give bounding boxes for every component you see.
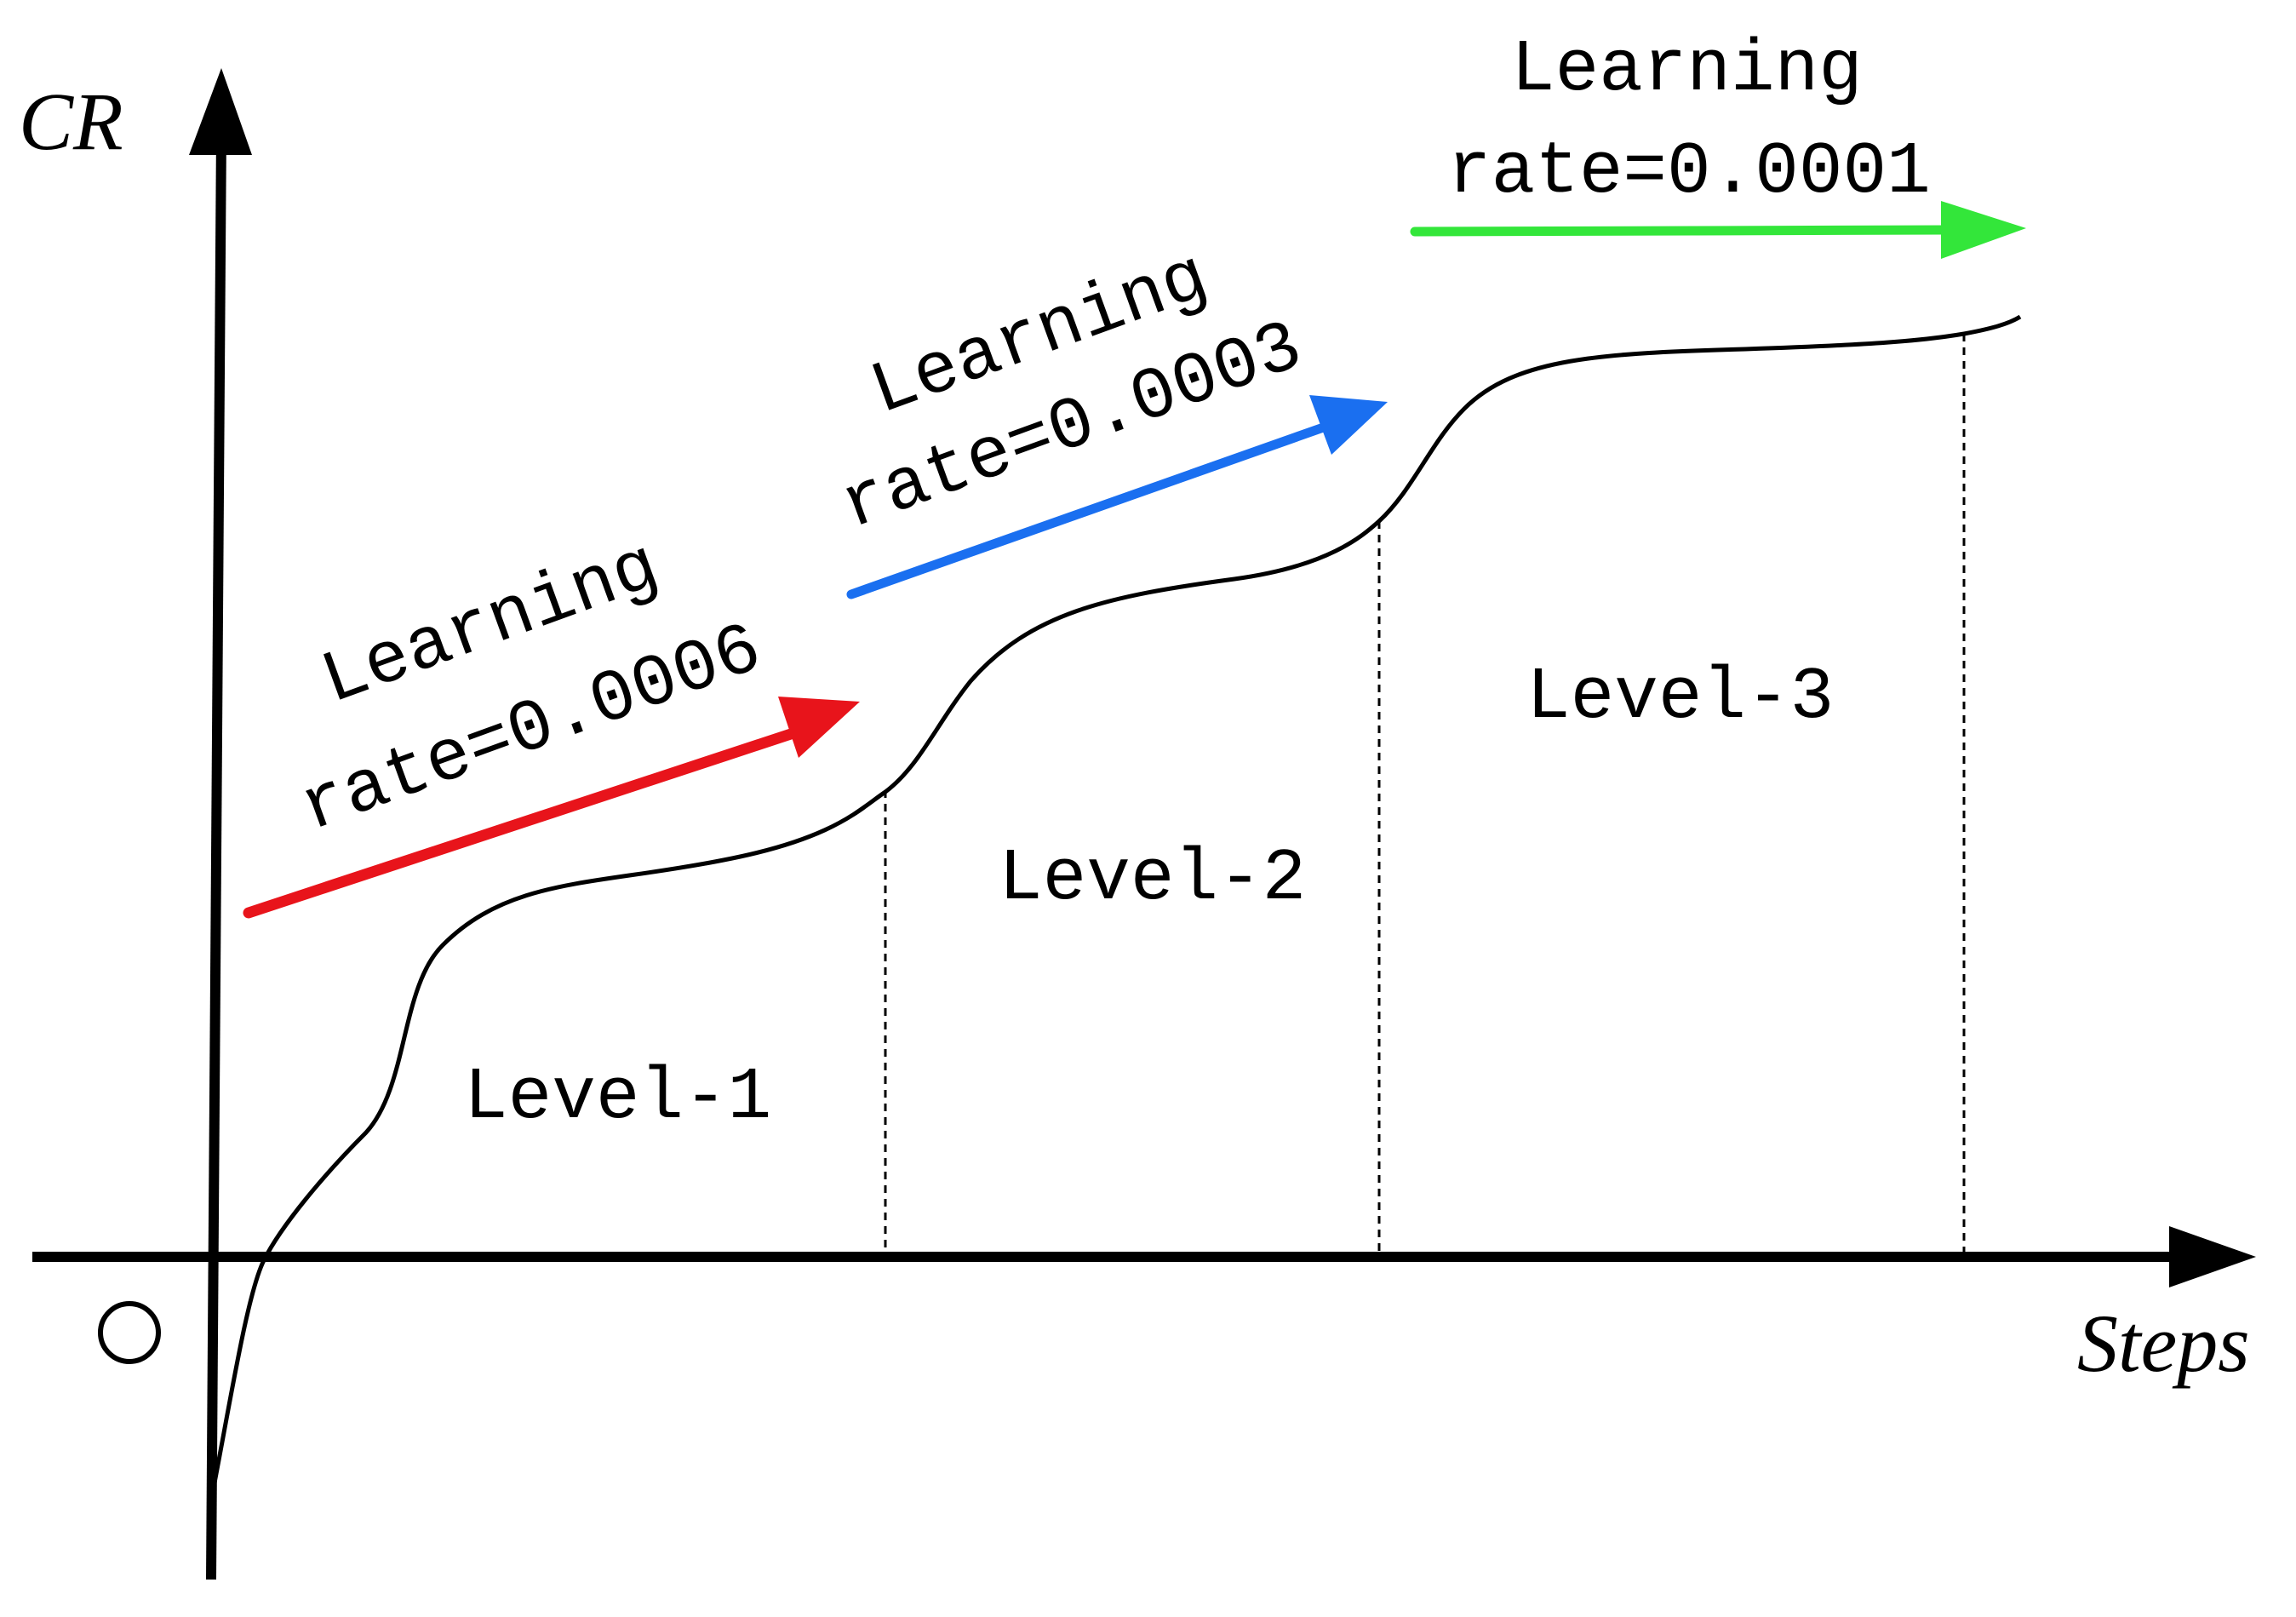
x-axis-title: Steps: [2077, 1298, 2250, 1389]
phase-1-annotation: Learning rate=0.0006: [243, 525, 860, 919]
level-label-3: Level-3: [1526, 656, 1834, 739]
level-label-2: Level-2: [999, 837, 1306, 920]
phase-3-label-line1: Learning: [1511, 28, 1863, 112]
origin-circle-icon: [98, 1301, 161, 1364]
phase-2-arrowhead: [1309, 395, 1388, 455]
phase-1-arrowhead: [778, 697, 860, 758]
y-axis-arrowhead: [189, 68, 252, 155]
phase-3-label-line2: rate=0.0001: [1447, 130, 1931, 214]
phase-3-arrowhead: [1941, 201, 2026, 259]
phase-3-annotation: Learning rate=0.0001: [1410, 28, 2026, 259]
level-label-1: Level-1: [464, 1056, 771, 1139]
phase-2-annotation: Learning rate=0.0003: [830, 235, 1388, 599]
y-axis-title: CR: [19, 76, 123, 167]
x-axis-arrowhead: [2169, 1226, 2256, 1287]
phase-3-arrow-shaft: [1410, 225, 1955, 237]
reward-curve: [209, 314, 2022, 1501]
y-axis: [206, 131, 226, 1580]
phase-1-arrow-shaft: [243, 726, 802, 919]
phase-2-arrow-shaft: [846, 421, 1333, 599]
